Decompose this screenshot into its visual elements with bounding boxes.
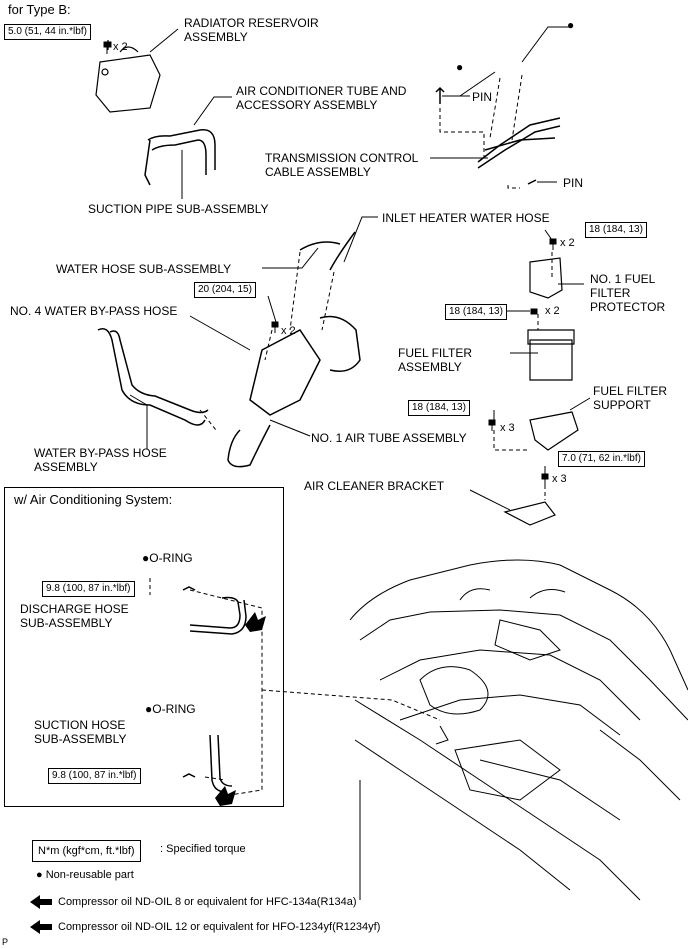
count-support: x 3 <box>500 422 515 434</box>
page-marker: P <box>2 937 9 947</box>
torque-box-radiator: 5.0 (51, 44 in.*lbf) <box>4 24 91 40</box>
label-no1-air-tube: NO. 1 AIR TUBE ASSEMBLY <box>311 431 467 445</box>
label-air-cleaner-bracket: AIR CLEANER BRACKET <box>304 479 445 493</box>
label-water-bypass: WATER BY-PASS HOSE ASSEMBLY <box>34 446 167 474</box>
legend-torque-box: N*m (kgf*cm, ft.*lbf) <box>32 840 141 862</box>
arrow-diagonal-icon <box>215 612 266 806</box>
legend-oil-2: Compressor oil ND-OIL 12 or equivalent f… <box>58 921 381 933</box>
torque-box-support: 18 (184, 13) <box>408 400 470 416</box>
label-discharge-hose: DISCHARGE HOSE SUB-ASSEMBLY <box>20 602 129 630</box>
legend-oil-1: Compressor oil ND-OIL 8 or equivalent fo… <box>58 896 357 908</box>
arrow-left-icon <box>30 895 52 934</box>
label-suction-hose: SUCTION HOSE SUB-ASSEMBLY <box>34 718 127 746</box>
torque-box-tube: 20 (204, 15) <box>194 282 256 298</box>
legend-non-reusable: ● Non-reusable part <box>36 869 134 881</box>
label-oring-2: ●O-RING <box>145 702 196 716</box>
count-radiator: x 2 <box>113 41 128 53</box>
count-protector: x 2 <box>560 237 575 249</box>
non-reusable-mark-2: ● <box>456 60 464 74</box>
label-ac-tube: AIR CONDITIONER TUBE AND ACCESSORY ASSEM… <box>236 84 407 112</box>
label-inlet-heater-hose: INLET HEATER WATER HOSE <box>382 211 550 225</box>
label-no1-fuel-protector: NO. 1 FUEL FILTER PROTECTOR <box>590 272 666 314</box>
count-filter: x 2 <box>545 305 560 317</box>
ac-system-panel <box>4 487 284 807</box>
ac-panel-title: w/ Air Conditioning System: <box>14 492 173 507</box>
label-water-hose: WATER HOSE SUB-ASSEMBLY <box>56 262 232 276</box>
label-transmission-cable: TRANSMISSION CONTROL CABLE ASSEMBLY <box>265 151 419 179</box>
label-no4-bypass: NO. 4 WATER BY-PASS HOSE <box>10 304 178 318</box>
count-tube: x 2 <box>281 325 296 337</box>
torque-box-suction: 9.8 (100, 87 in.*lbf) <box>48 768 141 784</box>
torque-box-bracket: 7.0 (71, 62 in.*lbf) <box>558 451 645 467</box>
label-oring-1: ●O-RING <box>142 551 193 565</box>
legend-torque-desc: : Specified torque <box>160 843 246 855</box>
torque-box-protector: 18 (184, 13) <box>585 222 647 238</box>
label-pin-2: PIN <box>563 176 584 190</box>
label-pin-1: PIN <box>472 90 493 104</box>
page-title: for Type B: <box>8 2 71 17</box>
bolt-icon <box>103 41 557 485</box>
count-bracket: x 3 <box>552 473 567 485</box>
torque-box-filter: 18 (184, 13) <box>445 304 507 320</box>
torque-box-discharge: 9.8 (100, 87 in.*lbf) <box>42 581 135 597</box>
label-fuel-filter-support: FUEL FILTER SUPPORT <box>593 384 668 412</box>
label-fuel-filter: FUEL FILTER ASSEMBLY <box>398 346 473 374</box>
label-suction-pipe: SUCTION PIPE SUB-ASSEMBLY <box>88 202 269 216</box>
label-radiator-reservoir: RADIATOR RESERVOIR ASSEMBLY <box>184 16 319 44</box>
non-reusable-mark-1: ● <box>567 18 575 32</box>
